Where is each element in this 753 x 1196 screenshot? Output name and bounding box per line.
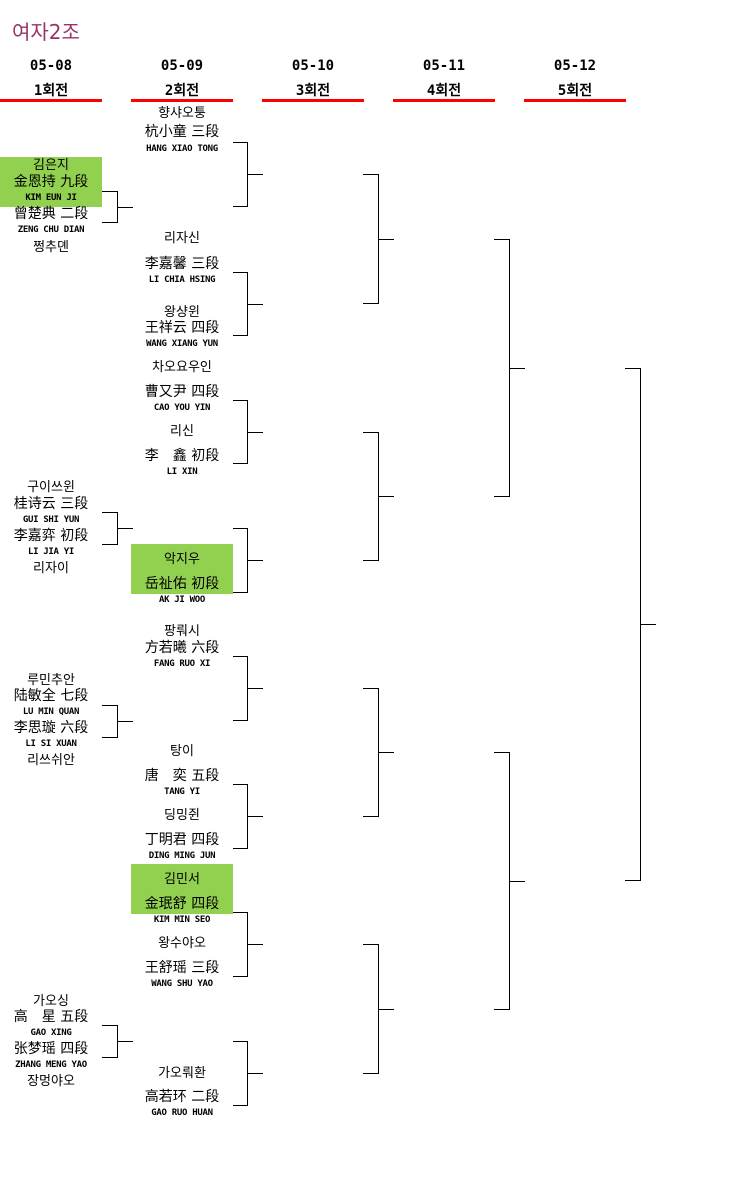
- player-name-chinese: 李嘉弈 初段: [13, 528, 89, 544]
- player-name-chinese: 金珉舒 四段: [144, 896, 220, 912]
- player-name-chinese: 高若环 二段: [144, 1089, 220, 1105]
- bracket-connector: [233, 142, 263, 207]
- round-label: 5회전: [557, 83, 593, 99]
- player-name-korean: 리쓰쉬안: [27, 753, 75, 768]
- bracket-connector: [363, 174, 394, 304]
- round-date: 05-08: [29, 58, 73, 74]
- player-name-english: ZENG CHU DIAN: [17, 225, 85, 235]
- bracket-connector: [233, 400, 263, 464]
- player-name-chinese: 张梦瑶 四段: [13, 1041, 89, 1057]
- player-name-korean: 왕수야오: [158, 936, 206, 951]
- bracket-connector: [233, 1041, 263, 1106]
- player-name-english: ZHANG MENG YAO: [15, 1060, 87, 1070]
- player-name-english: CAO YOU YIN: [153, 403, 211, 413]
- bracket-connector: [233, 272, 263, 336]
- header-underline: [524, 99, 626, 102]
- bracket-connector: [363, 944, 394, 1074]
- player-name-chinese: 曾楚典 二段: [13, 206, 89, 222]
- player-name-korean: 왕샹윈: [164, 305, 200, 320]
- player-name-korean: 쩡추뎬: [33, 240, 69, 255]
- player-name-chinese: 陆敏全 七段: [13, 688, 89, 704]
- player-name-english: GAO XING: [30, 1028, 72, 1038]
- bracket-connector: [494, 752, 525, 1010]
- player-name-korean: 팡뤄시: [164, 624, 200, 639]
- round-label: 3회전: [295, 83, 331, 99]
- player-name-chinese: 杭小童 三段: [144, 124, 220, 140]
- player-name-english: LI JIA YI: [27, 547, 75, 557]
- player-name-english: HANG XIAO TONG: [146, 144, 218, 154]
- header-underline: [393, 99, 495, 102]
- winner-highlight: [131, 544, 233, 594]
- round-date: 05-11: [422, 58, 466, 74]
- player-name-chinese: 王祥云 四段: [144, 320, 220, 336]
- player-name-chinese: 金恩持 九段: [13, 174, 89, 190]
- player-name-chinese: 李嘉馨 三段: [144, 256, 220, 272]
- bracket-connector: [233, 912, 263, 977]
- player-name-english: FANG RUO XI: [153, 659, 211, 669]
- player-name-korean: 차오요우인: [152, 360, 212, 375]
- player-name-chinese: 曹又尹 四段: [144, 384, 220, 400]
- player-name-english: LI SI XUAN: [25, 739, 77, 749]
- player-name-english: KIM EUN JI: [25, 193, 77, 203]
- player-name-korean: 구이쓰윈: [27, 480, 75, 495]
- player-name-english: DING MING JUN: [148, 851, 216, 861]
- player-name-english: LI XIN: [166, 467, 198, 477]
- bracket-connector: [233, 528, 263, 593]
- player-name-chinese: 丁明君 四段: [144, 832, 220, 848]
- bracket-connector: [233, 656, 263, 721]
- bracket-connector: [233, 784, 263, 849]
- header-underline: [262, 99, 364, 102]
- player-name-chinese: 唐 奕 五段: [144, 768, 220, 784]
- player-name-korean: 리자신: [164, 231, 200, 246]
- bracket-connector: [102, 1025, 133, 1058]
- player-name-korean: 가오뤄환: [158, 1066, 206, 1081]
- player-name-korean: 악지우: [164, 552, 200, 567]
- player-name-korean: 가오싱: [33, 994, 69, 1009]
- bracket-connector: [363, 432, 394, 561]
- bracket-connector: [625, 368, 656, 881]
- player-name-korean: 탕이: [170, 744, 194, 759]
- player-name-english: KIM MIN SEO: [153, 915, 211, 925]
- bracket-connector: [102, 191, 133, 223]
- round-date: 05-12: [553, 58, 597, 74]
- player-name-english: GUI SHI YUN: [22, 515, 80, 525]
- group-title: 여자2조: [12, 20, 80, 44]
- player-name-chinese: 桂诗云 三段: [13, 496, 89, 512]
- player-name-chinese: 岳祉佑 初段: [144, 576, 220, 592]
- player-name-chinese: 高 星 五段: [13, 1009, 89, 1025]
- player-name-english: GAO RUO HUAN: [151, 1108, 213, 1118]
- bracket-connector: [494, 239, 525, 497]
- player-name-chinese: 方若曦 六段: [144, 640, 220, 656]
- player-name-english: LI CHIA HSING: [148, 275, 216, 285]
- player-name-english: WANG SHU YAO: [151, 979, 213, 989]
- player-name-english: WANG XIANG YUN: [146, 339, 218, 349]
- player-name-korean: 김은지: [33, 158, 69, 173]
- player-name-chinese: 李思璇 六段: [13, 720, 89, 736]
- round-date: 05-09: [160, 58, 204, 74]
- round-label: 1회전: [33, 83, 69, 99]
- player-name-chinese: 王舒瑶 三段: [144, 960, 220, 976]
- player-name-chinese: 李 鑫 初段: [144, 448, 220, 464]
- player-name-english: TANG YI: [164, 787, 200, 797]
- player-name-korean: 장멍야오: [27, 1074, 75, 1089]
- bracket-connector: [363, 688, 394, 817]
- winner-highlight: [131, 864, 233, 914]
- player-name-english: LU MIN QUAN: [22, 707, 80, 717]
- player-name-korean: 향샤오퉁: [158, 106, 206, 121]
- player-name-english: AK JI WOO: [158, 595, 206, 605]
- bracket-connector: [102, 512, 133, 545]
- player-name-korean: 딩밍쥔: [164, 808, 200, 823]
- player-name-korean: 루민추안: [27, 673, 75, 688]
- header-underline: [0, 99, 102, 102]
- round-date: 05-10: [291, 58, 335, 74]
- bracket-connector: [102, 705, 133, 738]
- player-name-korean: 김민서: [164, 872, 200, 887]
- round-label: 4회전: [426, 83, 462, 99]
- player-name-korean: 리자이: [33, 561, 69, 576]
- winner-highlight: [0, 157, 102, 207]
- round-label: 2회전: [164, 83, 200, 99]
- player-name-korean: 리신: [170, 424, 194, 439]
- header-underline: [131, 99, 233, 102]
